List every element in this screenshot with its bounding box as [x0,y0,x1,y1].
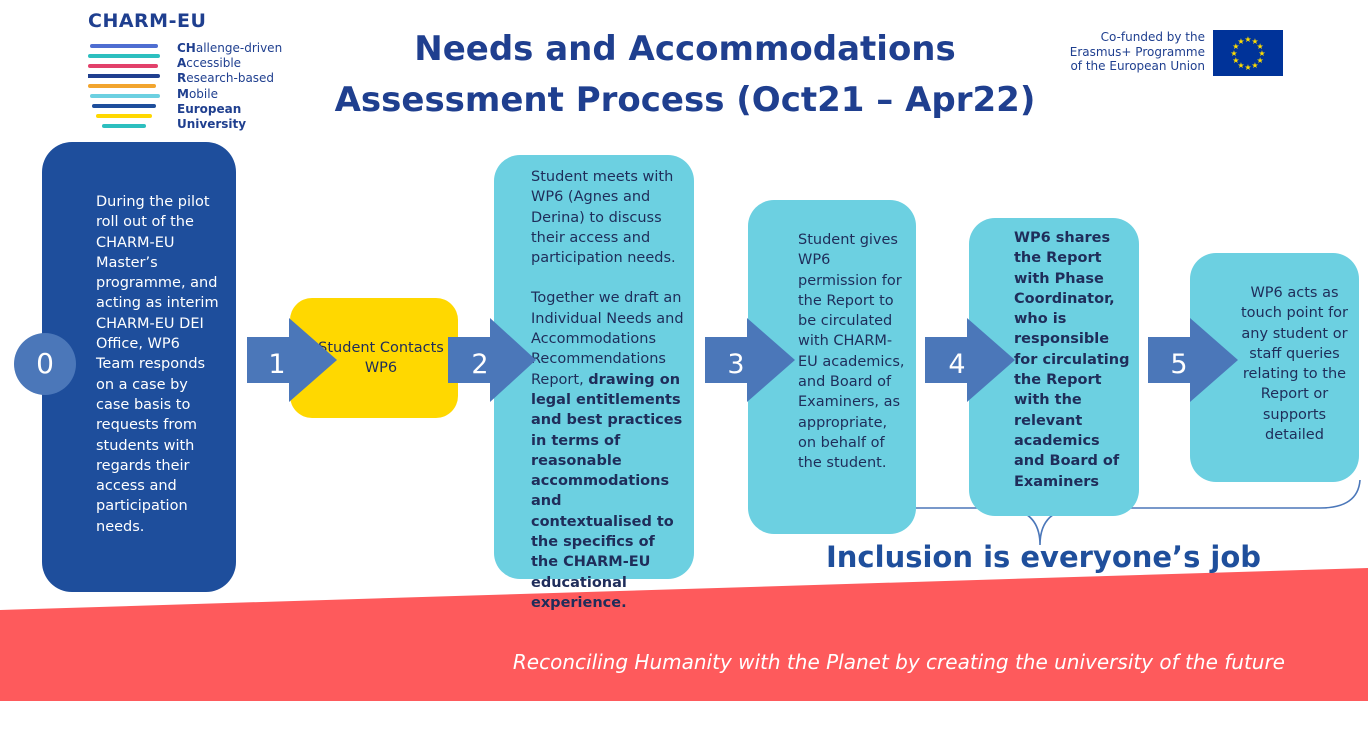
eu-star-icon: ★ [1237,37,1244,46]
eu-star-icon: ★ [1244,63,1251,72]
step-1-box: Student Contacts WP6 [290,298,458,418]
step-1-number: 1 [268,349,286,380]
step-5-arrow-icon [1148,318,1238,402]
eu-star-icon: ★ [1232,42,1239,51]
step-5-number: 5 [1170,349,1188,380]
step-4-arrow-icon [925,318,1015,402]
eu-star-icon: ★ [1232,56,1239,65]
step-2-box: Student meets with WP6 (Agnes and Derina… [494,155,694,611]
eu-star-icon: ★ [1230,49,1237,58]
logo-stripes [88,44,160,128]
eu-star-icon: ★ [1244,35,1251,44]
step-0-circle: 0 [14,333,76,395]
logo-name: CHARM-EU [88,10,207,32]
eu-star-icon: ★ [1257,56,1264,65]
step-3-text: Student gives WP6 permission for the Rep… [798,232,905,472]
eu-star-icon: ★ [1251,37,1258,46]
step-2-para-1: Student meets with WP6 (Agnes and Derina… [531,169,676,267]
eu-star-icon: ★ [1251,61,1258,70]
eu-star-icon: ★ [1257,42,1264,51]
title-line-2: Assessment Process (Oct21 – Apr22) [334,80,1036,120]
eu-star-icon: ★ [1258,49,1265,58]
step-3-number: 3 [727,349,745,380]
step-0-text: During the pilot roll out of the CHARM-E… [96,194,219,535]
page-title: Needs and Accommodations Assessment Proc… [300,24,1070,126]
step-2-number: 2 [471,349,489,380]
logo-acronym: CHallenge-driven Accessible Research-bas… [177,41,283,132]
step-4-text: WP6 shares the Report with Phase Coordin… [1014,230,1130,490]
step-3-arrow-icon [705,318,795,402]
slogan: Inclusion is everyone’s job [826,540,1262,574]
step-1-text: Student Contacts WP6 [318,340,444,377]
step-4-number: 4 [948,349,966,380]
step-5-text: WP6 acts as touch point for any student … [1240,285,1349,444]
step-3-box: Student gives WP6 permission for the Rep… [748,200,916,534]
footer-tagline: Reconciling Humanity with the Planet by … [512,650,1285,674]
title-line-1: Needs and Accommodations [414,29,956,69]
eu-cofunded-text: Co-funded by the Erasmus+ Programme of t… [1069,30,1205,73]
step-2-arrow-icon [448,318,536,402]
step-1-arrow-icon [247,318,337,402]
eu-star-icon: ★ [1237,61,1244,70]
step-2-para-2: Together we draft an Individual Needs an… [531,290,684,611]
eu-flag-icon: ★★★★★★★★★★★★ [1213,30,1283,76]
